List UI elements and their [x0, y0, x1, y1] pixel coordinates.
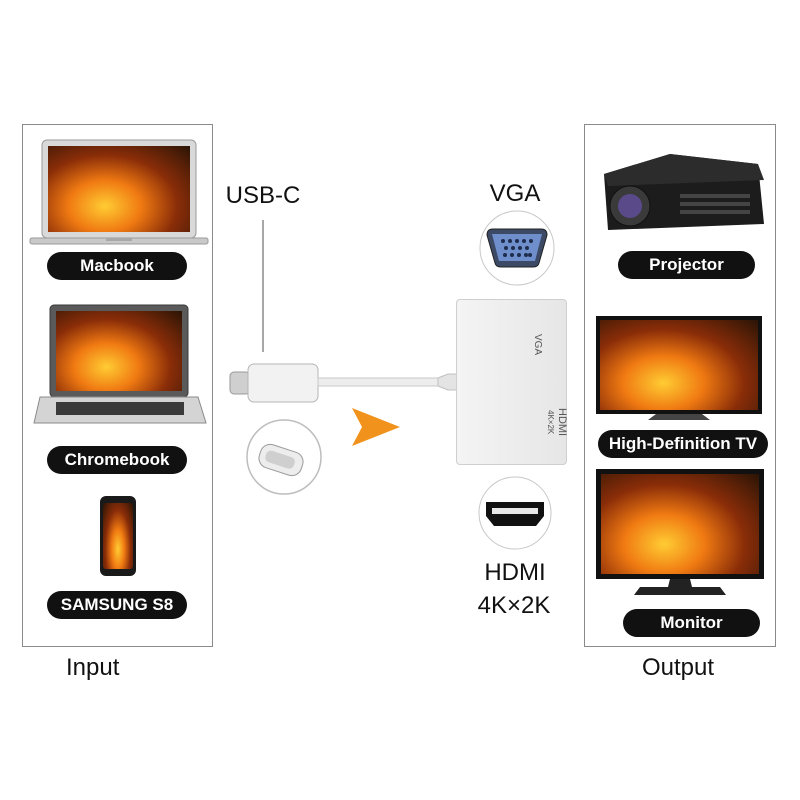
usb-c-closeup-icon	[246, 419, 322, 495]
device-label-macbook: Macbook	[47, 252, 187, 280]
adapter-side-resolution: 4K×2K	[546, 410, 555, 435]
device-label-chromebook: Chromebook	[47, 446, 187, 474]
usb-c-plug-icon	[229, 363, 459, 403]
phone-screen-image	[103, 503, 133, 569]
device-label-projector: Projector	[618, 251, 755, 279]
device-label-monitor: Monitor	[623, 609, 760, 637]
device-label-samsung-s8: SAMSUNG S8	[47, 591, 187, 619]
output-caption: Output	[642, 654, 715, 681]
monitor-screen-image	[601, 474, 759, 574]
adapter-side-hdmi: HDMI	[556, 408, 568, 437]
laptop-screen-image	[48, 146, 190, 232]
device-label-hdtv: High-Definition TV	[598, 430, 768, 458]
laptop-screen-image	[56, 311, 182, 391]
projector-icon	[604, 154, 764, 230]
vga-label: VGA	[489, 180, 541, 207]
hdmi-port-icon	[478, 476, 552, 550]
adapter-body	[456, 299, 567, 465]
vga-port-icon	[479, 210, 555, 286]
adapter-side-vga: VGA	[532, 334, 543, 356]
hdmi-label: HDMI	[484, 559, 546, 586]
usb-c-label: USB-C	[225, 182, 301, 209]
input-caption: Input	[66, 654, 120, 681]
hdmi-resolution-label: 4K×2K	[477, 592, 551, 619]
direction-arrow-icon	[352, 408, 400, 446]
tv-screen-image	[600, 320, 758, 410]
